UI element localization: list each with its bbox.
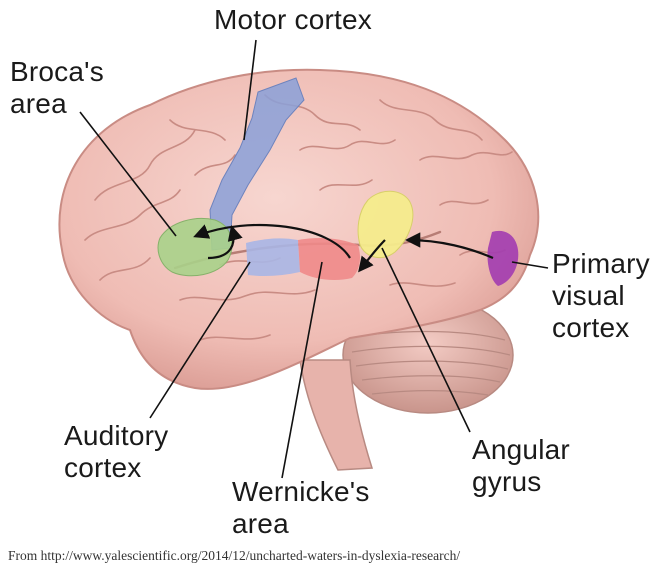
angular-gyrus-region bbox=[357, 190, 414, 259]
leader-lines bbox=[79, 39, 549, 479]
wernicke-to-broca-arrow bbox=[193, 223, 351, 259]
motor-cortex-label: Motor cortex bbox=[214, 4, 372, 35]
wernickes-area-leader bbox=[281, 261, 323, 479]
visual-to-angular-arrow bbox=[404, 232, 494, 260]
brain-stem bbox=[299, 359, 374, 471]
brocas-area-region bbox=[157, 217, 233, 277]
primary-visual-cortex-label: Primary visual cortex bbox=[552, 248, 650, 343]
brain-diagram bbox=[58, 39, 549, 479]
primary-visual-leader bbox=[511, 261, 549, 269]
pathway-arrows bbox=[193, 223, 494, 273]
angular-to-wernicke-arrow bbox=[358, 239, 386, 273]
wernickes-area-label: Wernicke's area bbox=[232, 476, 370, 539]
wernickes-area-region bbox=[298, 237, 360, 280]
primary-visual-cortex-region bbox=[487, 230, 519, 286]
angular-gyrus-label: Angular gyrus bbox=[472, 434, 570, 497]
brocas-area-label: Broca's area bbox=[10, 56, 104, 119]
brocas-area-leader bbox=[79, 111, 177, 237]
auditory-cortex-label: Auditory cortex bbox=[64, 420, 169, 483]
angular-gyrus-leader bbox=[381, 247, 471, 433]
auditory-cortex-region bbox=[246, 238, 300, 276]
auditory-cortex-leader bbox=[149, 261, 251, 419]
broca-to-motor-arrow bbox=[207, 225, 243, 260]
motor-cortex-leader bbox=[243, 39, 257, 141]
source-caption: From http://www.yalescientific.org/2014/… bbox=[8, 548, 461, 563]
